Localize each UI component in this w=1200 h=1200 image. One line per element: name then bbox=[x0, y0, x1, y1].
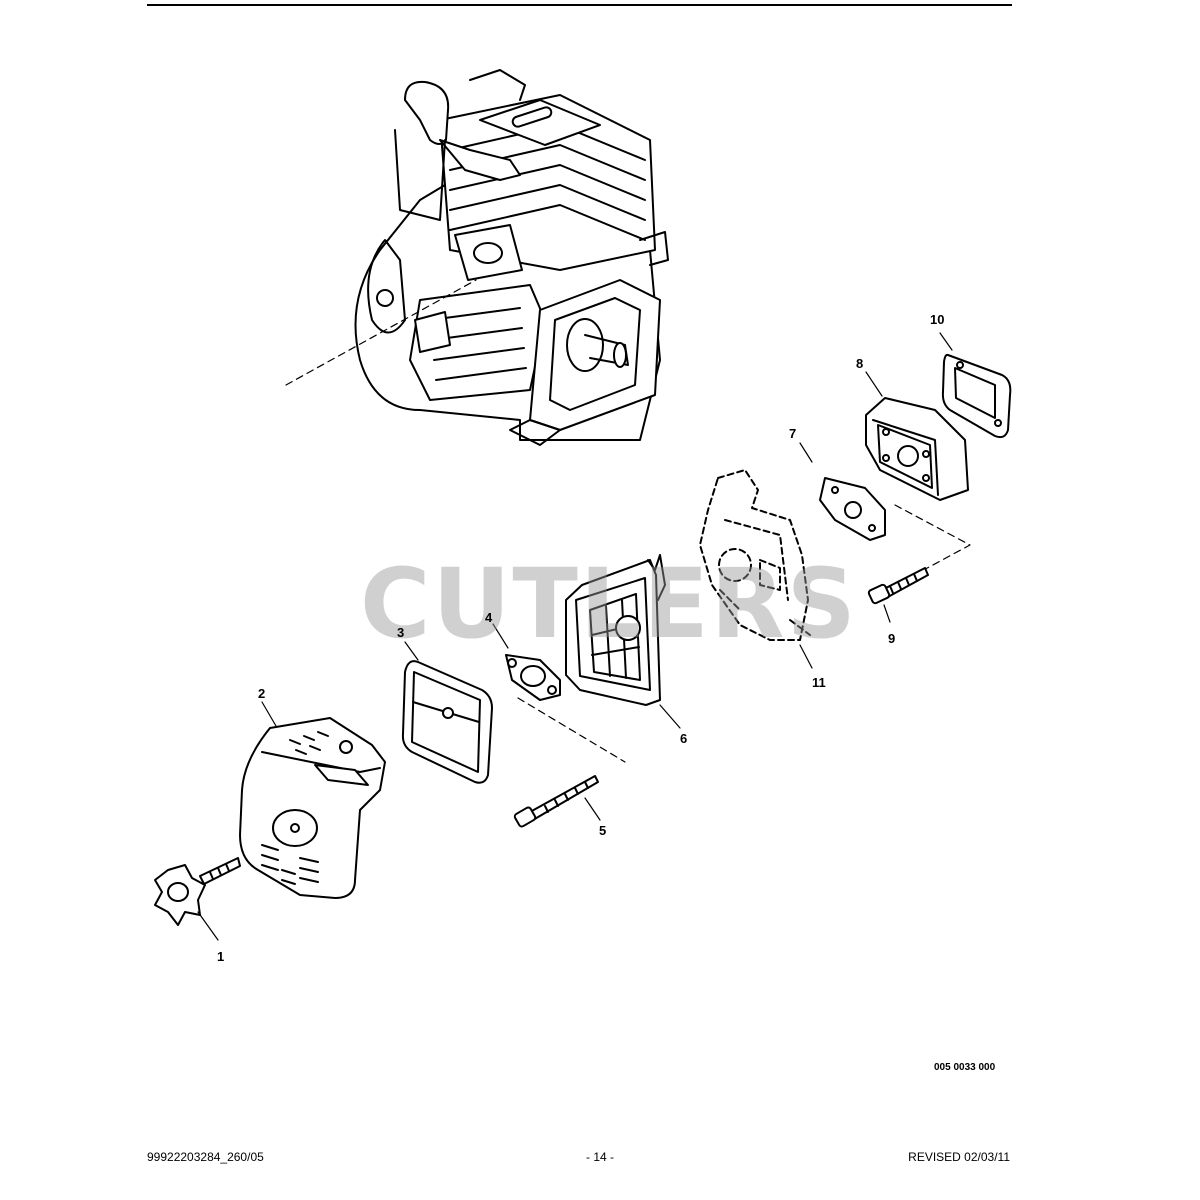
engine-assembly bbox=[285, 69, 669, 446]
part-2-filter-cover bbox=[239, 701, 386, 899]
diagram-reference-code: 005 0033 000 bbox=[934, 1062, 996, 1073]
top-rule bbox=[147, 4, 1012, 6]
callout-11: 11 bbox=[812, 675, 826, 690]
callout-6: 6 bbox=[680, 731, 688, 746]
callout-3: 3 bbox=[397, 625, 405, 640]
part-1-knob bbox=[154, 857, 241, 941]
footer-revised-date: REVISED 02/03/11 bbox=[908, 1150, 1010, 1164]
callout-8: 8 bbox=[856, 356, 864, 371]
part-7-gasket bbox=[799, 442, 886, 541]
part-6-filter-housing bbox=[565, 554, 681, 729]
part-3-filter-element bbox=[401, 641, 493, 784]
footer-page-number: - 14 - bbox=[585, 1150, 614, 1164]
callout-5: 5 bbox=[599, 823, 607, 838]
watermark: CUTLERS bbox=[360, 548, 858, 660]
part-10-gasket bbox=[939, 332, 1012, 439]
callout-7: 7 bbox=[789, 426, 797, 441]
part-4-plate bbox=[492, 623, 626, 763]
callout-4: 4 bbox=[485, 610, 493, 625]
callout-10: 10 bbox=[930, 312, 945, 327]
part-9-screw bbox=[867, 567, 929, 623]
part-5-screw bbox=[513, 775, 601, 828]
part-8-insulator-block bbox=[865, 371, 971, 581]
callout-2: 2 bbox=[258, 686, 266, 701]
footer-doc-number: 99922203284_260/05 bbox=[147, 1150, 264, 1164]
callout-1: 1 bbox=[217, 949, 225, 964]
callout-9: 9 bbox=[888, 631, 896, 646]
part-11-carburetor bbox=[699, 469, 811, 641]
